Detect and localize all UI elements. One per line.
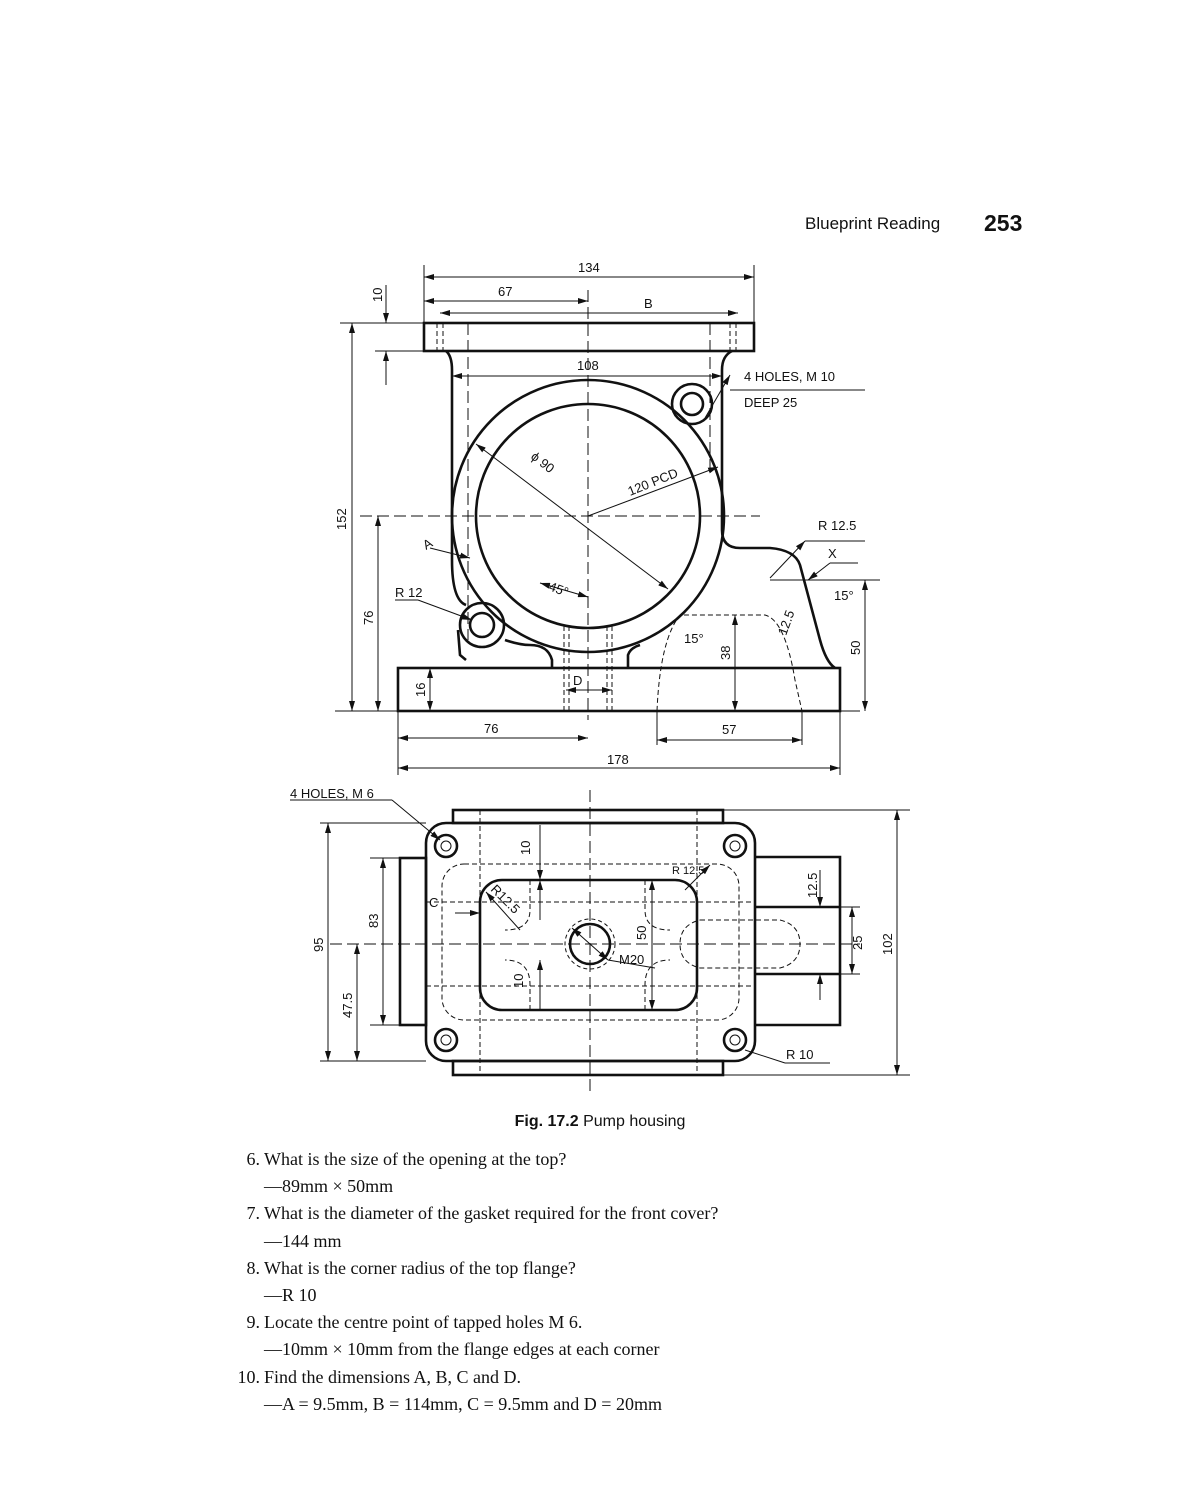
- answer-10: —A = 9.5mm, B = 114mm, C = 9.5mm and D =…: [264, 1393, 662, 1414]
- dim-10-top: 10: [518, 841, 533, 855]
- thread-m20: M20: [619, 952, 644, 967]
- note-4-holes-m6: 4 HOLES, M 6: [290, 786, 374, 801]
- figure-number: Fig. 17.2: [514, 1113, 579, 1130]
- dim-r12-5-opening: R12.5: [488, 882, 523, 917]
- dim-phi-90: ϕ 90: [528, 449, 557, 476]
- dim-76: 76: [484, 721, 498, 736]
- dim-10: 10: [370, 288, 385, 302]
- dim-50: 50: [634, 926, 649, 940]
- dim-152: 152: [334, 508, 349, 530]
- dim-15-deg-right: 15°: [834, 588, 854, 603]
- question-10: 10.Find the dimensions A, B, C and D.: [237, 1366, 522, 1387]
- figure-title: Pump housing: [583, 1113, 686, 1130]
- dim-120-pcd: 120 PCD: [626, 465, 681, 499]
- dim-r12-5: R 12.5: [818, 518, 856, 533]
- dim-134: 134: [578, 260, 600, 275]
- dim-47-5: 47.5: [340, 993, 355, 1018]
- question-9: 9.Locate the centre point of tapped hole…: [246, 1312, 583, 1333]
- dim-r12-5-corner: R 12.5: [672, 865, 704, 877]
- note-deep-25: DEEP 25: [744, 395, 797, 410]
- dim-r12: R 12: [395, 585, 422, 600]
- front-view-dimensions: 134 67 B 10 108 4 HOLES, M 10 DEEP 25 ϕ …: [334, 260, 863, 767]
- dim-102: 102: [880, 933, 895, 955]
- answer-8: —R 10: [264, 1285, 317, 1306]
- dim-A: A: [420, 535, 435, 552]
- dim-57: 57: [722, 722, 736, 737]
- dim-38: 38: [718, 646, 733, 660]
- question-8: 8.What is the corner radius of the top f…: [246, 1257, 576, 1278]
- dim-15-deg: 15°: [684, 631, 704, 646]
- answer-6: —89mm × 50mm: [264, 1176, 394, 1197]
- question-7: 7.What is the diameter of the gasket req…: [246, 1203, 719, 1224]
- dim-D: D: [573, 673, 582, 688]
- dim-B: B: [644, 296, 653, 311]
- dim-83: 83: [366, 914, 381, 928]
- note-4-holes-m10: 4 HOLES, M 10: [744, 369, 835, 384]
- answer-9: —10mm × 10mm from the flange edges at ea…: [264, 1339, 660, 1360]
- dim-67: 67: [498, 284, 512, 299]
- questions-list: 6.What is the size of the opening at the…: [220, 1146, 719, 1418]
- dim-178: 178: [607, 752, 629, 767]
- front-view: [335, 265, 880, 775]
- dim-10-bottom: 10: [511, 974, 526, 988]
- page-number: 253: [984, 210, 1023, 236]
- figure-caption: Fig. 17.2 Pump housing: [0, 1113, 1200, 1131]
- answer-7: —144 mm: [264, 1230, 342, 1251]
- running-header: Blueprint Reading: [805, 214, 941, 233]
- question-6: 6.What is the size of the opening at the…: [246, 1149, 567, 1169]
- dim-12-5: 12.5: [775, 608, 798, 637]
- dim-95: 95: [311, 938, 326, 952]
- dim-50: 50: [848, 641, 863, 655]
- dim-16: 16: [413, 683, 428, 697]
- dim-r10: R 10: [786, 1047, 813, 1062]
- dim-C: C: [429, 895, 438, 910]
- dim-108: 108: [577, 358, 599, 373]
- dim-76-vertical: 76: [361, 611, 376, 625]
- dim-25: 25: [850, 936, 865, 950]
- plan-view: [290, 790, 910, 1095]
- dim-12-5: 12.5: [805, 873, 820, 898]
- dim-X: X: [828, 546, 837, 561]
- dim-45-deg: 45°: [547, 579, 571, 600]
